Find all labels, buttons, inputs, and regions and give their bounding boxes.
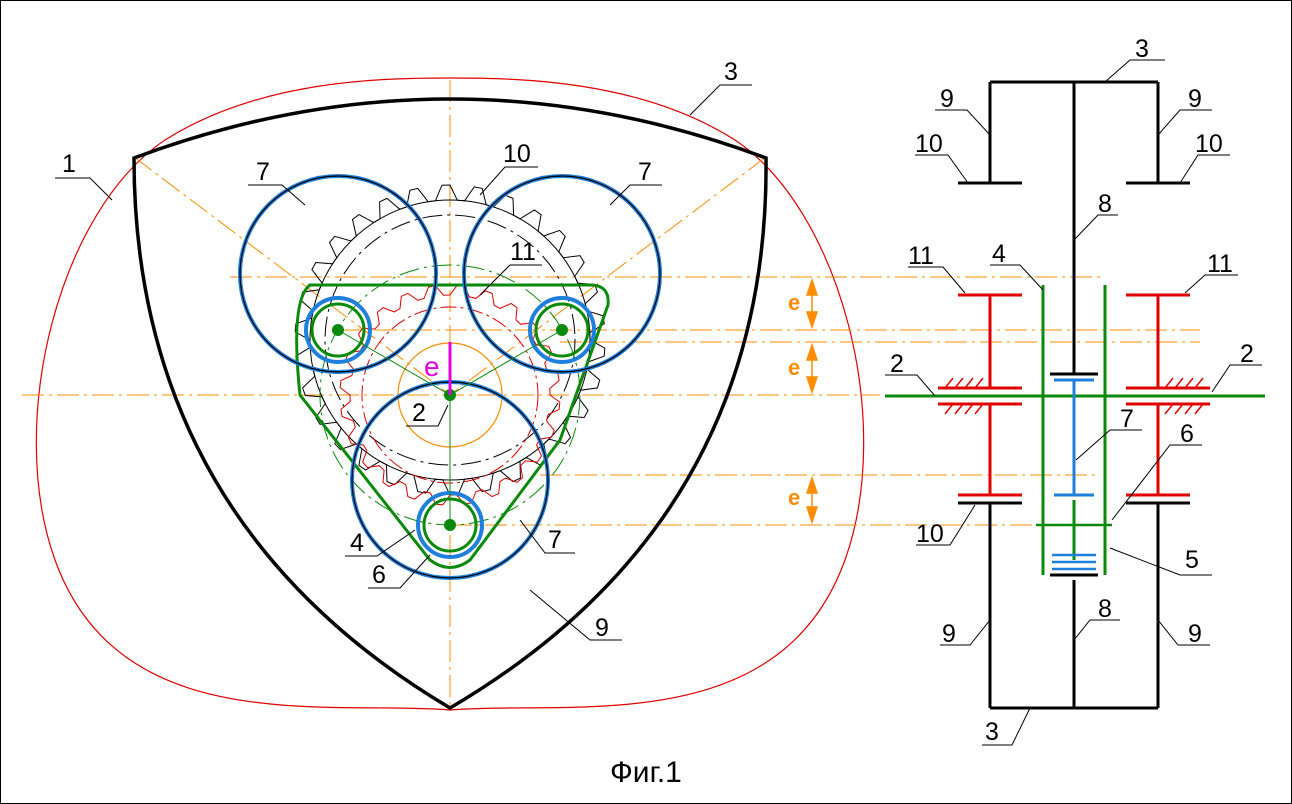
e-label-3: e <box>788 485 800 510</box>
side-view <box>885 80 1265 710</box>
e-label-1: e <box>788 290 800 315</box>
r-label-9-bottom-right: 9 <box>1188 620 1202 648</box>
r-label-9-right: 9 <box>1188 85 1202 113</box>
leader-lines-left <box>55 84 752 641</box>
r-label-3-top: 3 <box>1135 35 1149 63</box>
housing-contour <box>35 77 865 711</box>
label-7c: 7 <box>548 526 562 554</box>
label-6: 6 <box>372 561 386 589</box>
e-dimensions <box>805 277 819 525</box>
r-label-5: 5 <box>1185 546 1199 574</box>
carrier-4 <box>295 283 610 569</box>
r-label-10-left: 10 <box>915 130 943 158</box>
label-3: 3 <box>724 58 738 86</box>
e-center-label: e <box>424 351 440 382</box>
green-spokes <box>337 329 563 525</box>
r-label-8-bottom: 8 <box>1098 595 1112 623</box>
r-label-7: 7 <box>1120 405 1134 433</box>
figure-caption: Фиг.1 <box>610 756 682 789</box>
r-label-3-bottom: 3 <box>985 718 999 746</box>
label-10: 10 <box>503 140 531 168</box>
satellite-6 <box>304 296 596 559</box>
r-label-9-left: 9 <box>940 85 954 113</box>
r-label-8-top: 8 <box>1098 190 1112 218</box>
r-label-9-bottom-left: 9 <box>942 620 956 648</box>
label-11: 11 <box>510 238 536 266</box>
label-4: 4 <box>350 529 364 557</box>
label-9: 9 <box>595 614 609 642</box>
e-label-2: e <box>788 355 800 380</box>
r-label-6: 6 <box>1180 420 1194 448</box>
r-label-4: 4 <box>992 240 1006 268</box>
r-label-11-left: 11 <box>908 242 934 270</box>
leader-lines-right <box>885 59 1262 746</box>
label-7a: 7 <box>256 158 270 186</box>
label-1: 1 <box>62 150 76 178</box>
r-label-10-bottom: 10 <box>916 520 944 548</box>
r-label-11-right: 11 <box>1207 250 1233 278</box>
axis-lines <box>22 80 1200 708</box>
r-label-2-right: 2 <box>1240 340 1254 368</box>
label-7b: 7 <box>638 158 652 186</box>
rotor-outline <box>132 97 768 711</box>
label-2: 2 <box>412 399 426 427</box>
r-label-10-right: 10 <box>1195 130 1223 158</box>
r-label-2-left: 2 <box>890 350 904 378</box>
